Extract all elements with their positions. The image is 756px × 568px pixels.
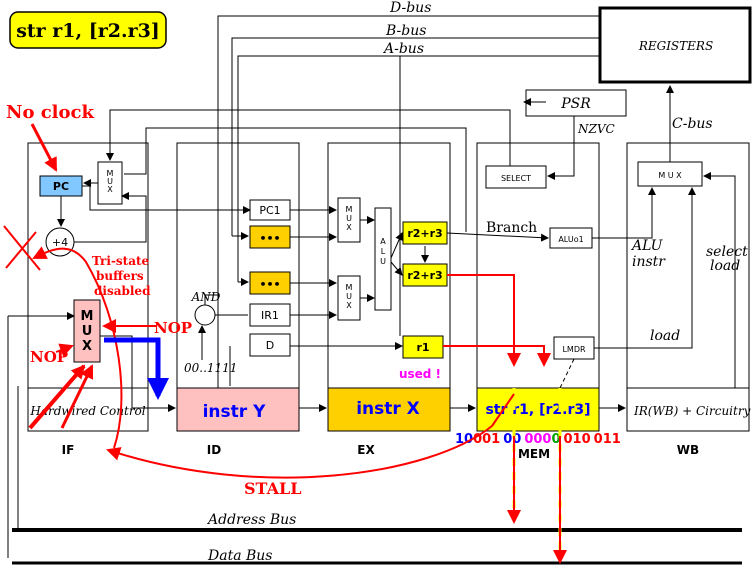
stall-arrow [106, 425, 493, 479]
d-box [249, 333, 291, 357]
enc-4: 0 [551, 432, 560, 447]
hw-mux-box [73, 299, 101, 363]
alu-box [374, 207, 392, 311]
stage-mem-label: MEM [518, 447, 550, 461]
pc-label: PC [53, 180, 69, 193]
instr-y-label: instr Y [203, 402, 266, 422]
tristate-label-1: Tri-state [92, 254, 150, 268]
wb-label: IR(WB) + Circuitry [633, 404, 751, 418]
b-bus-line [231, 37, 600, 236]
select-load-label-2: load [710, 258, 740, 274]
nzvc-label: NZVC [577, 122, 615, 136]
wb-mux-box [637, 161, 703, 187]
address-bus-label: Address Bus [206, 512, 296, 528]
wb-box [626, 387, 750, 432]
title-box [9, 11, 167, 49]
if-mux-box [97, 161, 123, 205]
instr-x-box [327, 387, 451, 432]
select-load-label-1: select [706, 244, 748, 260]
r1-to-data-arrow [443, 345, 551, 367]
a-bus-label: A-bus [382, 41, 424, 57]
alu-instr-label-1: ALU [630, 238, 664, 254]
str-box [476, 387, 600, 432]
branch-label: Branch [486, 220, 537, 236]
red-arrow-bottom-1 [28, 364, 86, 430]
nop-blue-arrow [104, 337, 169, 400]
lmdr-label: LMDR [562, 345, 586, 354]
select-label: SELECT [501, 174, 531, 183]
disabled-cross-b [5, 231, 37, 269]
enc-0: 10 [455, 432, 473, 447]
tristate-label-2: buffers [96, 269, 144, 283]
stage-id-label: ID [207, 443, 221, 457]
datapath-wires [7, 56, 736, 558]
title-text: str r1, [r2.r3] [16, 20, 160, 42]
nop-label-1: NOP [154, 319, 192, 337]
enc-2: 00 [503, 432, 521, 447]
r2r3-b-label: r2+r3 [407, 269, 442, 282]
stage-ex-label: EX [357, 443, 375, 457]
instr-x-label: instr X [356, 399, 420, 419]
tristate-label-3: disabled [94, 284, 151, 298]
pc1-label: PC1 [259, 204, 280, 217]
data-bus-label: Data Bus [207, 548, 272, 564]
a-bus-line [237, 55, 600, 282]
no-clock-label: No clock [6, 102, 94, 123]
c-bus-label: C-bus [672, 116, 713, 132]
and-label: AND [191, 290, 221, 304]
mem-dashed-3 [559, 358, 575, 389]
registers-label: REGISTERS [638, 39, 713, 53]
b-bus-label: B-bus [385, 23, 426, 39]
hardwired-control-label: Hardwired Control [29, 404, 145, 418]
nop-arrow-2 [55, 343, 74, 357]
dots-2-label: ••• [259, 278, 280, 291]
str-label: str r1, [r2.r3] [485, 402, 590, 418]
aluo1-label: ALUo1 [558, 235, 583, 244]
red-arrow-bottom-2 [60, 364, 94, 429]
stall-label: STALL [244, 479, 302, 498]
tristate-arrow [32, 246, 123, 449]
plus4-label: +4 [52, 236, 68, 249]
r2r3-to-address-arrow [447, 274, 521, 367]
r2r3-a-label: r2+r3 [407, 227, 442, 240]
enc-6: 011 [594, 432, 621, 447]
r1-label: r1 [416, 341, 429, 354]
registers-box [598, 6, 752, 84]
and-gate [194, 304, 216, 326]
dots-1-label: ••• [259, 232, 280, 245]
wb-mux-label: M U X [658, 171, 682, 180]
instr-y-box [176, 387, 300, 432]
no-clock-arrow [30, 123, 58, 172]
ones-label: 00..1111 [184, 361, 237, 375]
enc-1: 001 [473, 432, 500, 447]
enc-5: 010 [564, 432, 591, 447]
load-label: load [650, 328, 680, 344]
d-bus-label: D-bus [389, 0, 431, 16]
d-bus-line [217, 15, 600, 388]
used-label: used ! [399, 367, 441, 381]
select-box [485, 165, 547, 189]
stall-arrow-start [491, 393, 515, 427]
ir1-label: IR1 [261, 309, 279, 322]
psr-label: PSR [560, 96, 591, 112]
d-label: D [266, 339, 274, 352]
enc-3: 000 [524, 432, 551, 447]
nop-label-2: NOP [30, 348, 68, 366]
alu-instr-label-2: instr [632, 254, 666, 270]
stage-wb-label: WB [677, 443, 699, 457]
stage-if-label: IF [62, 443, 75, 457]
